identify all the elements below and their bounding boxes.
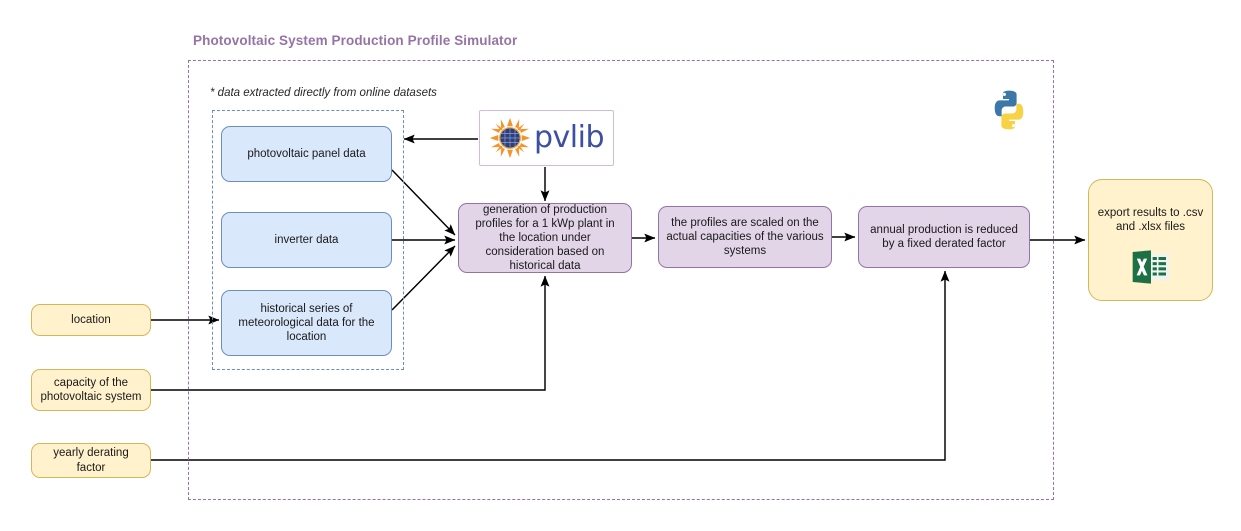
node-annual-production-derated[interactable]: annual production is reduced by a fixed … xyxy=(858,206,1030,268)
node-label: the profiles are scaled on the actual ca… xyxy=(666,216,824,257)
node-profiles-scaled-to-capacity[interactable]: the profiles are scaled on the actual ca… xyxy=(658,206,832,268)
page-title: Photovoltaic System Production Profile S… xyxy=(193,33,518,48)
pvlib-sun-logo-icon xyxy=(489,117,531,159)
online-datasets-boundary xyxy=(212,110,404,370)
pvlib-wordmark: pvlib xyxy=(533,120,605,155)
node-inverter-data[interactable]: inverter data xyxy=(221,212,392,268)
node-input-capacity[interactable]: capacity of the photovoltaic system xyxy=(31,369,151,411)
node-export-results[interactable]: export results to .csv and .xlsx files xyxy=(1088,179,1213,301)
node-label: photovoltaic panel data xyxy=(247,147,366,160)
node-label: inverter data xyxy=(274,233,339,246)
node-photovoltaic-panel-data[interactable]: photovoltaic panel data xyxy=(221,126,392,182)
node-label: yearly derating factor xyxy=(53,447,129,474)
node-input-location[interactable]: location xyxy=(31,304,151,336)
node-label: historical series of meteorological data… xyxy=(238,302,375,343)
node-label: location xyxy=(71,313,111,326)
simulator-boundary xyxy=(188,60,1054,500)
node-label: generation of production profiles for a … xyxy=(475,203,615,273)
datasets-note: * data extracted directly from online da… xyxy=(210,87,437,99)
excel-file-icon xyxy=(1132,250,1169,284)
node-label: export results to .csv and .xlsx files xyxy=(1097,207,1204,234)
node-label: annual production is reduced by a fixed … xyxy=(870,223,1018,250)
python-logo-icon xyxy=(986,87,1032,133)
node-generation-of-production-profiles[interactable]: generation of production profiles for a … xyxy=(458,203,632,273)
node-pvlib-library[interactable]: pvlib xyxy=(479,110,614,166)
node-meteorological-data[interactable]: historical series of meteorological data… xyxy=(221,290,392,356)
node-label: capacity of the photovoltaic system xyxy=(40,376,142,403)
node-input-derating-factor[interactable]: yearly derating factor xyxy=(31,443,151,478)
